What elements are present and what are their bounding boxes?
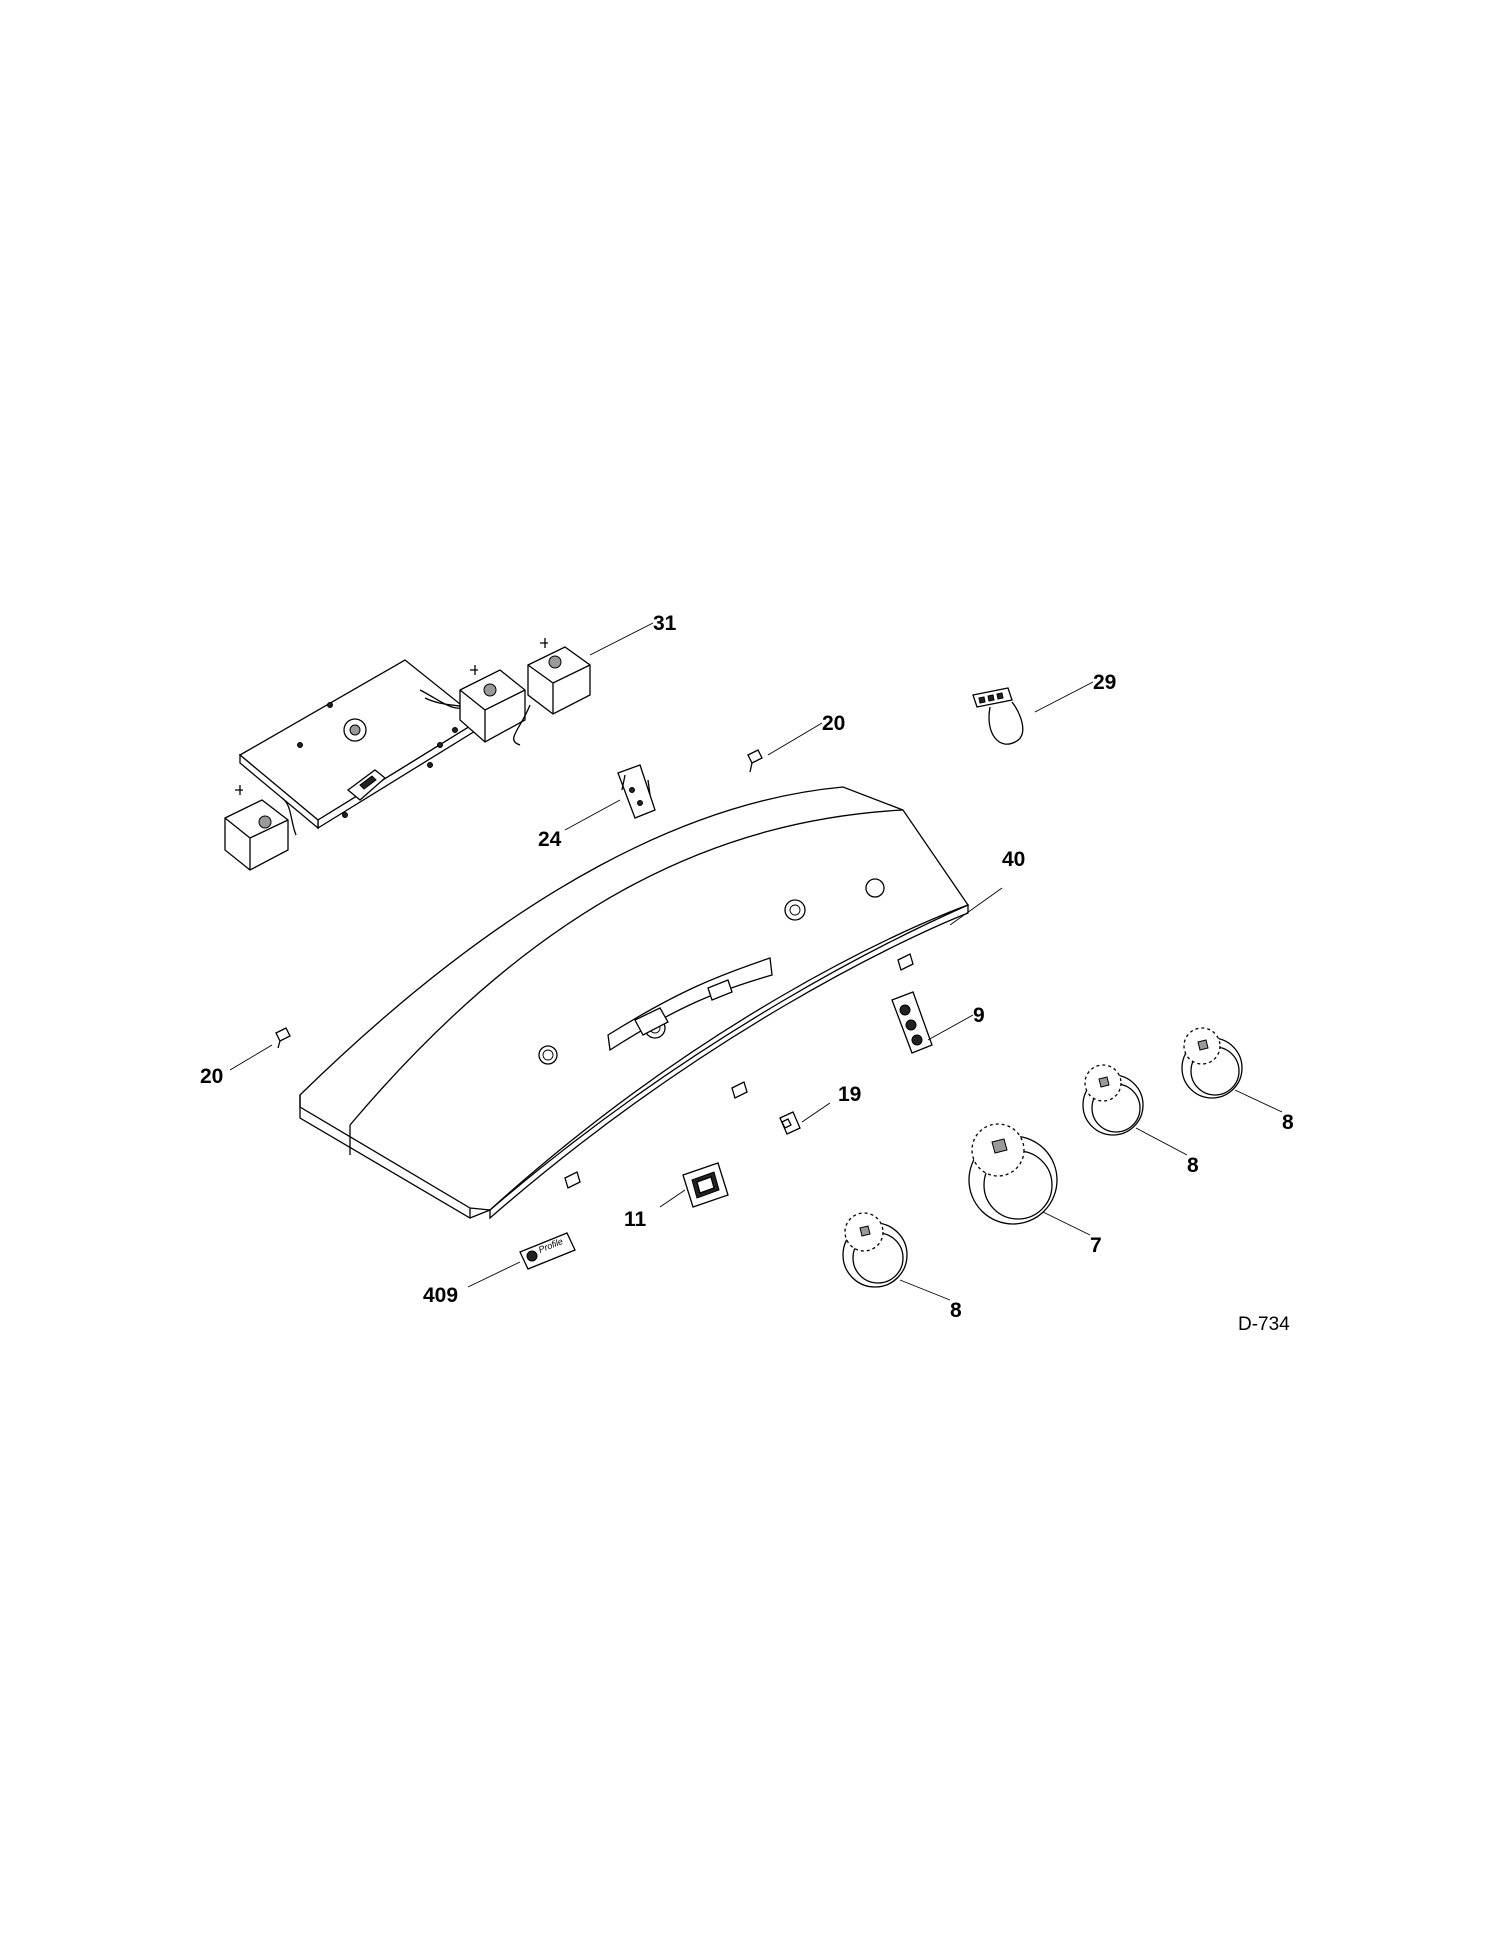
- leader-19: [801, 1102, 831, 1123]
- knob-large: [968, 1123, 1058, 1225]
- screw-upper: [747, 749, 763, 773]
- screw-lower: [275, 1027, 291, 1049]
- callout-20-lower: 20: [200, 1065, 223, 1088]
- callout-8-bottom: 8: [950, 1299, 962, 1322]
- leader-9: [927, 1014, 974, 1041]
- callout-9: 9: [973, 1004, 985, 1027]
- knob-right: [1082, 1064, 1144, 1136]
- profile-badge: Profile: [519, 1232, 576, 1270]
- leader-7: [1042, 1211, 1091, 1236]
- diagram-reference-code: D-734: [1238, 1314, 1290, 1335]
- control-board-assembly: [224, 638, 591, 871]
- callout-8-right: 8: [1187, 1154, 1199, 1177]
- rocker-switch: [682, 1162, 729, 1208]
- knob-far-right: [1181, 1027, 1243, 1099]
- wire-harness: [972, 687, 1024, 745]
- led-indicator-board: [891, 991, 933, 1054]
- leader-29: [1034, 681, 1094, 713]
- callout-31: 31: [653, 612, 677, 635]
- knob-bottom: [842, 1212, 908, 1288]
- control-panel-backsplash: [299, 786, 970, 1220]
- leader-40: [949, 887, 1003, 926]
- push-button: [779, 1111, 801, 1135]
- leader-20-lower: [229, 1044, 273, 1071]
- leader-11: [659, 1189, 686, 1208]
- leader-24: [564, 799, 621, 831]
- leader-8-right: [1135, 1127, 1188, 1156]
- callout-29: 29: [1093, 671, 1116, 694]
- callout-7: 7: [1090, 1234, 1102, 1257]
- leader-31: [589, 622, 654, 656]
- callout-8-far-right: 8: [1282, 1111, 1294, 1134]
- callout-24: 24: [538, 828, 562, 851]
- bracket: [617, 764, 656, 819]
- callout-409: 409: [423, 1284, 458, 1307]
- callout-11: 11: [624, 1208, 647, 1231]
- leader-20-upper: [767, 722, 823, 756]
- leader-409: [467, 1261, 521, 1288]
- callout-19: 19: [838, 1083, 861, 1106]
- callout-20-upper: 20: [822, 712, 845, 735]
- leader-8-far-right: [1234, 1089, 1283, 1113]
- callout-40: 40: [1002, 848, 1025, 871]
- leader-8-bottom: [899, 1279, 951, 1301]
